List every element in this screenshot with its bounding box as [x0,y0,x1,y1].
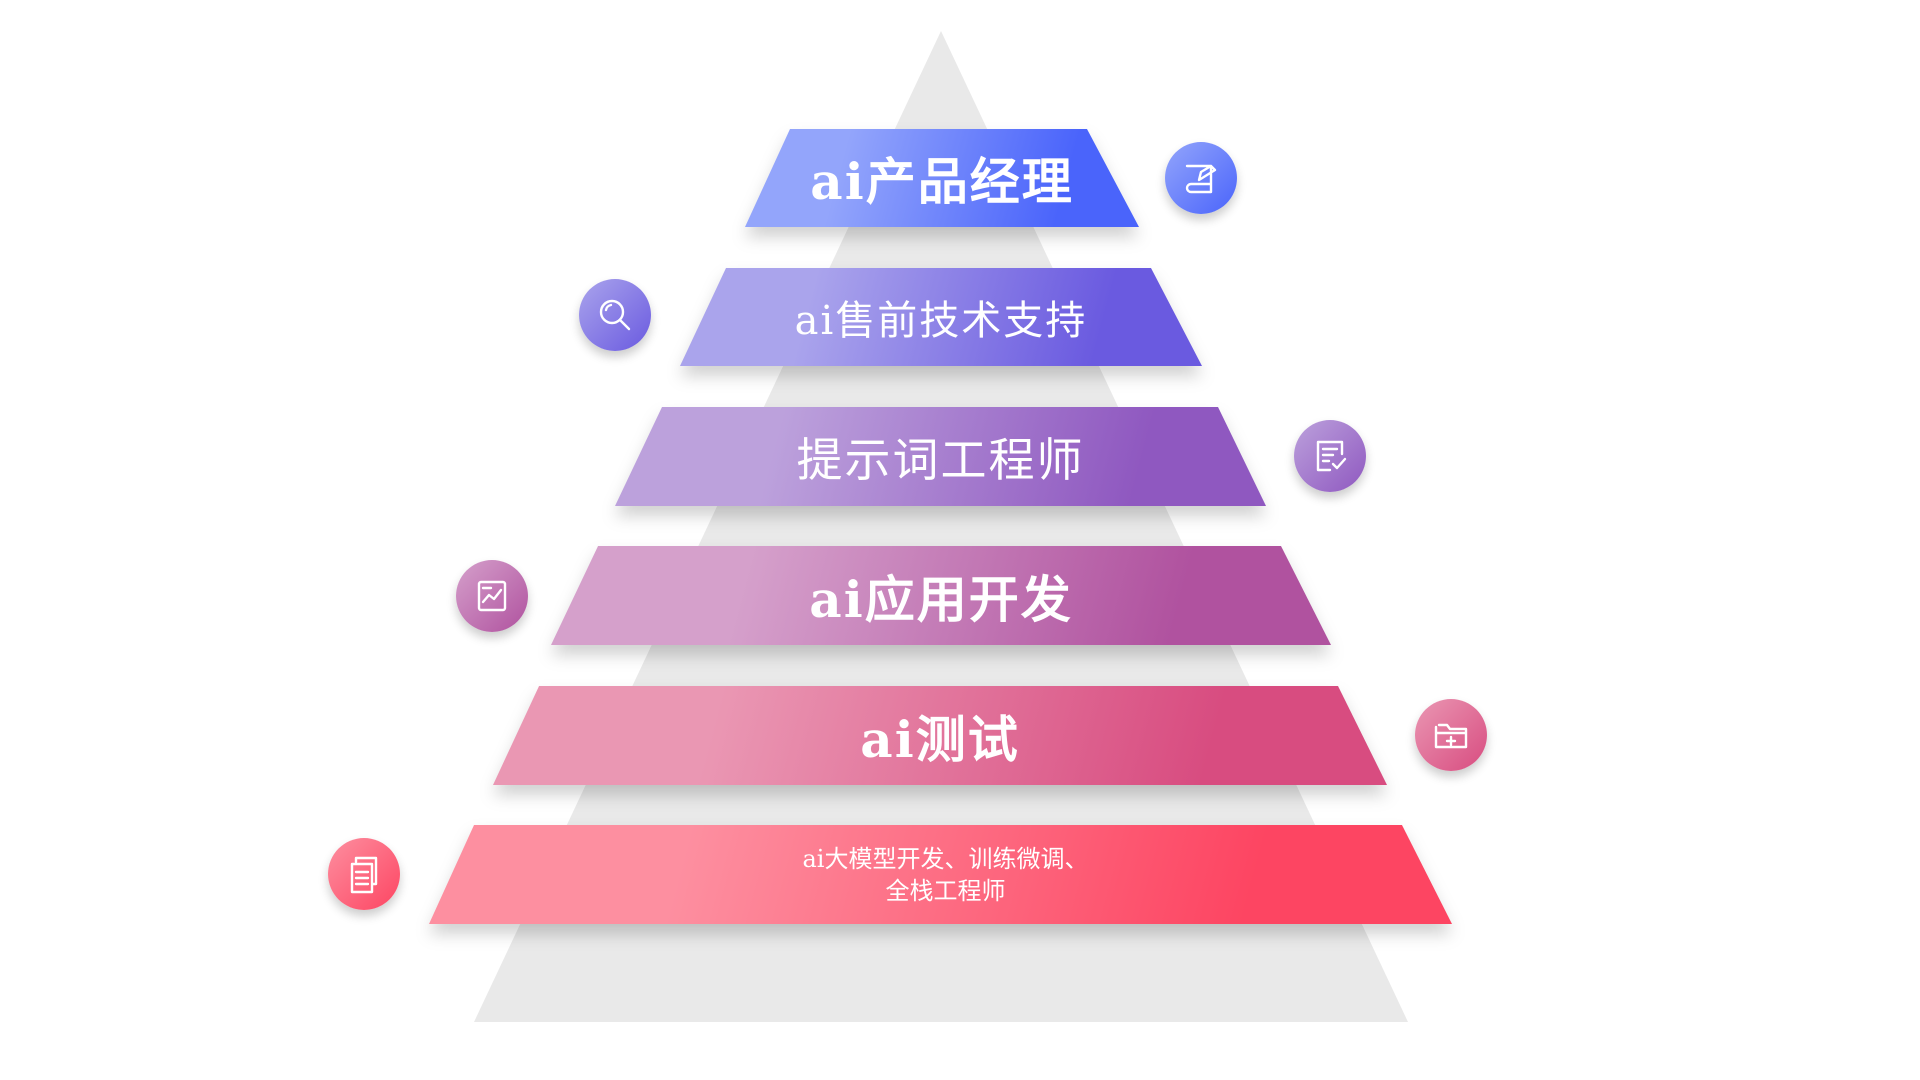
pyramid-layer-shape: ai应用开发 [551,546,1331,645]
pyramid-layer-shape: ai测试 [493,686,1387,785]
pyramid-layer-3: 提示词工程师 [615,407,1266,506]
layer-label: ai售前技术支持 [794,298,1088,344]
pyramid-layer-shape: ai大模型开发、训练微调、全栈工程师 [429,825,1452,924]
paper-plane-icon [1165,142,1237,214]
layer-label-line: ai大模型开发、训练微调、 [802,844,1089,873]
pyramid-layer-shape: ai产品经理 [745,129,1139,227]
layer-label: ai测试 [860,709,1020,769]
layer-label: 提示词工程师 [796,432,1085,487]
layer-label: ai应用开发 [809,569,1073,629]
search-icon [579,279,651,351]
pyramid-layer-1: ai产品经理 [745,129,1139,227]
pyramid-layer-6: ai大模型开发、训练微调、全栈工程师 [429,825,1452,924]
documents-icon [328,838,400,910]
pyramid-layer-shape: 提示词工程师 [615,407,1266,506]
pyramid-layer-shape: ai售前技术支持 [680,268,1202,366]
folder-add-icon [1415,699,1487,771]
checklist-icon [1294,420,1366,492]
layer-label-line: 全栈工程师 [885,876,1006,905]
pyramid-layer-4: ai应用开发 [551,546,1331,645]
pyramid-layer-5: ai测试 [493,686,1387,785]
pyramid-layer-2: ai售前技术支持 [680,268,1202,366]
chart-icon [456,560,528,632]
layer-label: ai产品经理 [810,152,1074,211]
